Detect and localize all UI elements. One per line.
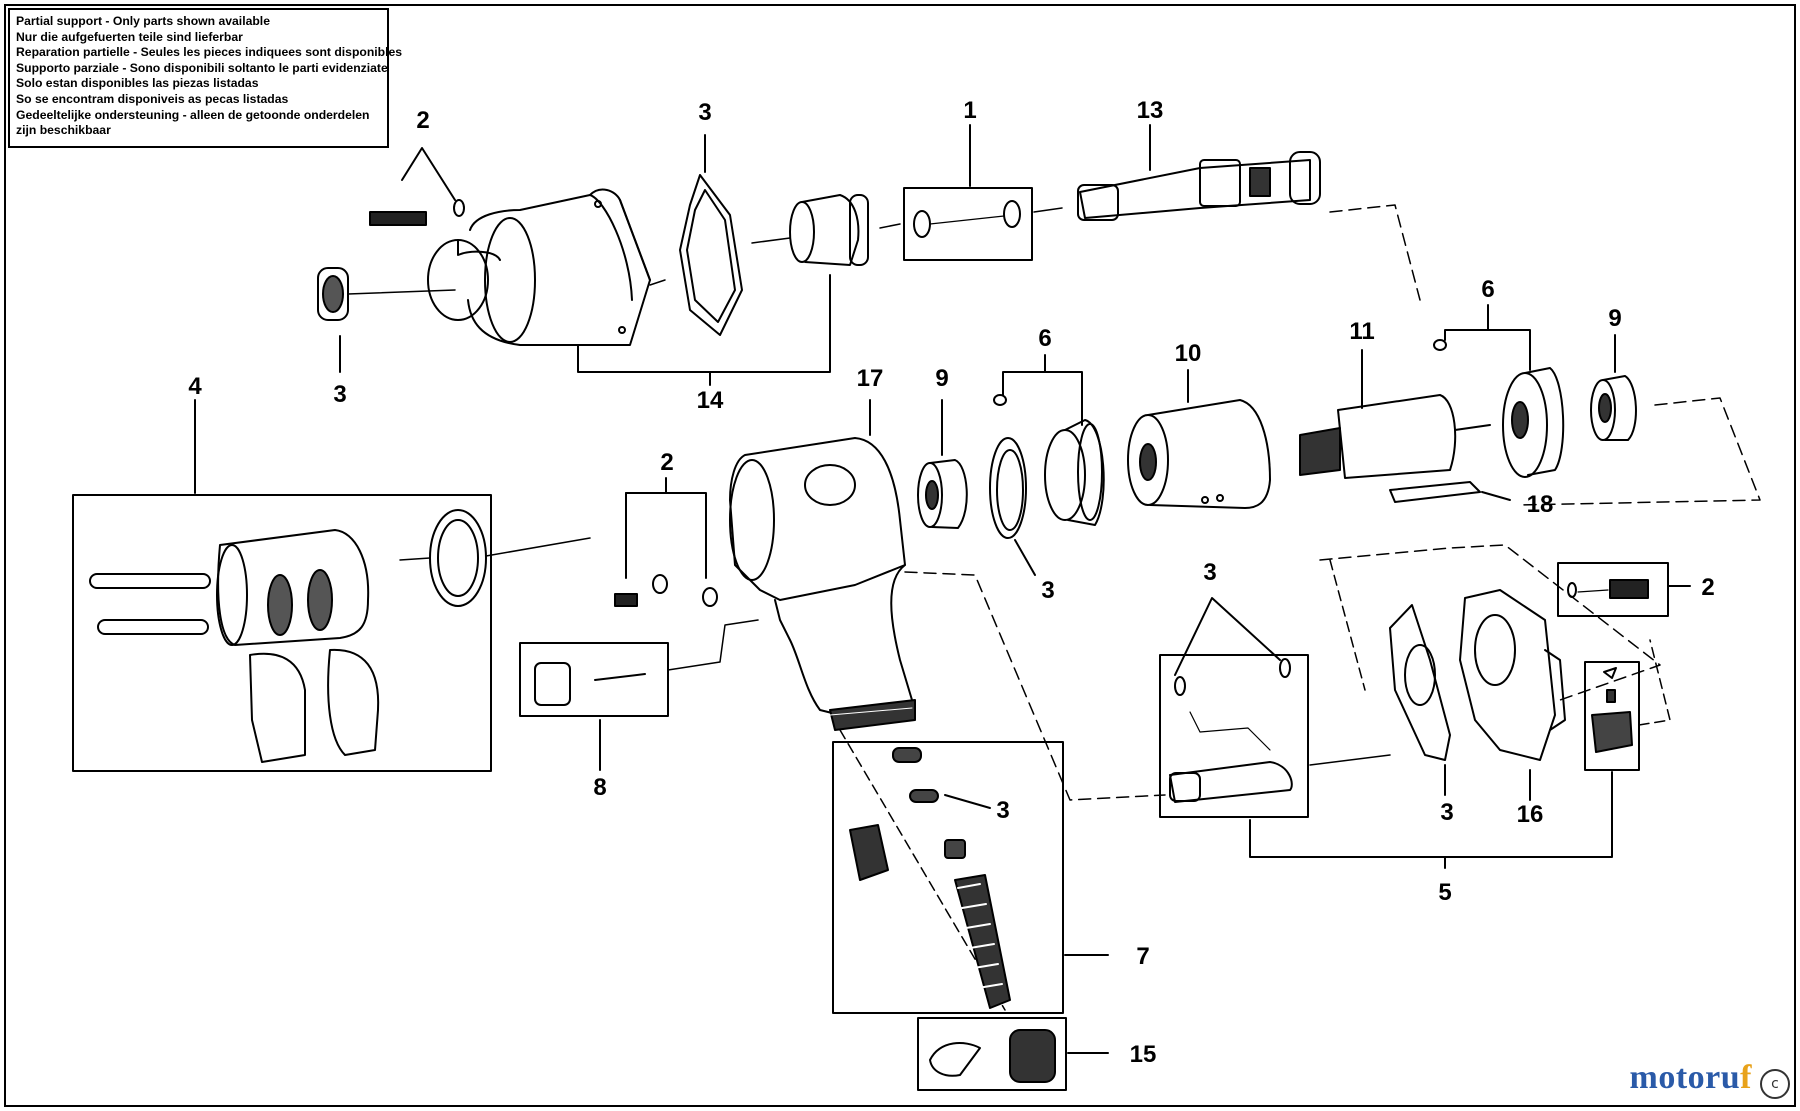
switch-part bbox=[1591, 667, 1633, 753]
leader-line bbox=[1481, 491, 1511, 501]
part-box bbox=[72, 494, 492, 772]
callout-9: 9 bbox=[935, 365, 948, 392]
axis-line bbox=[1309, 754, 1391, 766]
part-box bbox=[519, 642, 669, 717]
part-box bbox=[903, 187, 1033, 261]
callout-10: 10 bbox=[1175, 340, 1202, 367]
part-box bbox=[917, 1017, 1067, 1091]
axis-line bbox=[879, 223, 901, 229]
washer-part bbox=[437, 519, 479, 597]
washer-part bbox=[989, 437, 1027, 539]
callout-3: 3 bbox=[333, 381, 346, 408]
notice-line: Nur die aufgefuerten teile sind lieferba… bbox=[16, 29, 243, 44]
nut-part bbox=[317, 267, 456, 321]
callout-9: 9 bbox=[1608, 305, 1621, 332]
callout-13: 13 bbox=[1137, 97, 1164, 124]
blade-part bbox=[1389, 481, 1481, 503]
callout-2: 2 bbox=[416, 107, 429, 134]
callout-3: 3 bbox=[996, 797, 1009, 824]
bearing-part bbox=[917, 459, 968, 529]
back-cap-part bbox=[1459, 589, 1566, 761]
leader-line bbox=[1444, 329, 1531, 371]
leader-line bbox=[625, 492, 707, 579]
key-part bbox=[913, 200, 1021, 238]
end-plate-part bbox=[993, 394, 1105, 526]
screw-part bbox=[614, 574, 718, 607]
callout-2: 2 bbox=[660, 449, 673, 476]
reverse-valve-part bbox=[1169, 658, 1293, 803]
part-box bbox=[1584, 661, 1640, 771]
housing-cover-part bbox=[427, 188, 651, 346]
callout-7: 7 bbox=[1136, 943, 1149, 970]
notice-line: Gedeeltelijke ondersteuning - alleen de … bbox=[16, 107, 370, 122]
part-box bbox=[1557, 562, 1669, 617]
callout-1: 1 bbox=[963, 97, 976, 124]
leader-line bbox=[401, 147, 456, 201]
axis-line bbox=[1329, 559, 1366, 691]
brand-watermark: motoruf bbox=[1629, 1059, 1752, 1096]
callout-3: 3 bbox=[698, 99, 711, 126]
valve-part bbox=[534, 662, 646, 706]
callout-2: 2 bbox=[1701, 574, 1714, 601]
hammer-cage-part bbox=[89, 529, 380, 763]
gasket-part bbox=[1389, 604, 1451, 761]
end-plate-part bbox=[751, 194, 869, 266]
callout-16: 16 bbox=[1517, 801, 1544, 828]
axis-line bbox=[1033, 207, 1063, 213]
callout-5: 5 bbox=[1438, 879, 1451, 906]
callout-8: 8 bbox=[593, 774, 606, 801]
axis-line bbox=[485, 537, 591, 557]
callout-6: 6 bbox=[1481, 276, 1494, 303]
notice-line: Partial support - Only parts shown avail… bbox=[16, 14, 270, 28]
gasket-part bbox=[679, 174, 743, 336]
axis-line bbox=[399, 557, 431, 561]
callout-4: 4 bbox=[188, 373, 202, 400]
axis-line bbox=[1519, 397, 1761, 506]
valve-stack-part bbox=[839, 729, 1011, 1011]
callout-3: 3 bbox=[1041, 577, 1054, 604]
group-bracket bbox=[1249, 771, 1613, 858]
inlet-part bbox=[929, 1029, 1056, 1083]
axis-line bbox=[649, 279, 666, 286]
axis-line bbox=[1329, 204, 1421, 301]
leader-line bbox=[1014, 539, 1036, 576]
rotor-part bbox=[1299, 394, 1491, 479]
screw-part bbox=[1567, 579, 1649, 599]
end-plate-part bbox=[1433, 339, 1565, 478]
notice-line: Solo estan disponibles las piezas listad… bbox=[16, 76, 259, 91]
axis-line bbox=[1638, 639, 1671, 726]
callout-15: 15 bbox=[1130, 1041, 1157, 1068]
group-bracket bbox=[577, 274, 831, 373]
axis-line bbox=[1319, 544, 1661, 701]
axis-line bbox=[667, 619, 759, 671]
c-icon: c bbox=[1760, 1069, 1790, 1099]
anvil-part bbox=[1077, 151, 1321, 221]
notice-line: Reparation partielle - Seules les pieces… bbox=[16, 45, 403, 60]
main-housing-part bbox=[729, 437, 916, 731]
leader-line bbox=[1174, 597, 1281, 676]
bearing-part bbox=[1590, 375, 1637, 441]
leader-line bbox=[944, 794, 991, 809]
callout-17: 17 bbox=[857, 365, 884, 392]
cylinder-part bbox=[1127, 399, 1271, 509]
notice-line: So se encontram disponiveis as pecas lis… bbox=[16, 91, 289, 106]
callout-14: 14 bbox=[697, 387, 724, 414]
part-box bbox=[1159, 654, 1309, 818]
screw-part bbox=[369, 199, 465, 226]
callout-6: 6 bbox=[1038, 325, 1051, 352]
availability-notice: Partial support - Only parts shown avail… bbox=[8, 8, 403, 148]
part-box bbox=[832, 741, 1064, 1014]
callout-11: 11 bbox=[1349, 318, 1374, 345]
leader-line bbox=[1002, 371, 1083, 426]
callout-3: 3 bbox=[1203, 559, 1216, 586]
axis-line bbox=[904, 571, 1166, 801]
notice-line: zijn beschikbaar bbox=[16, 123, 111, 138]
notice-line: Supporto parziale - Sono disponibili sol… bbox=[16, 60, 388, 75]
callout-3: 3 bbox=[1440, 799, 1453, 826]
